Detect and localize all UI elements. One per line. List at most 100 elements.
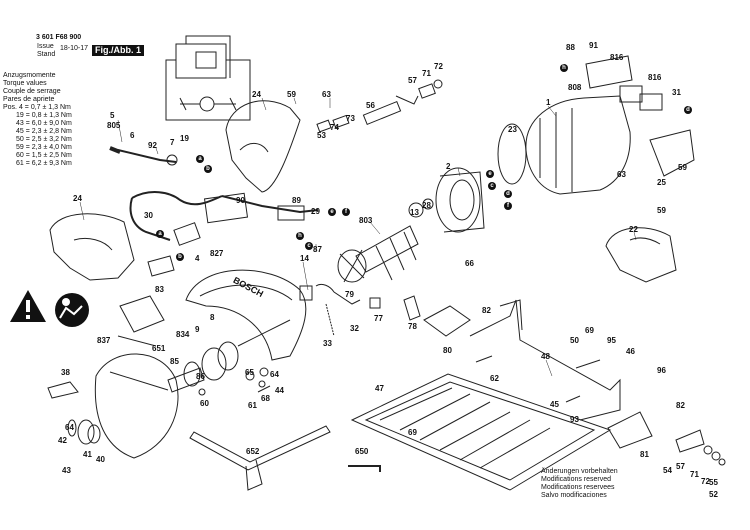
wiring-harness (129, 191, 319, 241)
part-callout: 91 (589, 41, 598, 50)
base-plate (350, 373, 612, 491)
connector-marker: b (176, 253, 184, 261)
part-callout: 63 (322, 90, 331, 99)
part-callout: 69 (585, 326, 594, 335)
wiring-schematic (165, 35, 251, 121)
part-callout: 72 (701, 477, 710, 486)
note-de: Änderungen vorbehalten (541, 468, 618, 475)
part-callout: 44 (275, 386, 284, 395)
part-callout: 59 (657, 206, 666, 215)
note-en: Modifications reserved (541, 476, 612, 483)
note-fr: Modifications reservees (541, 484, 615, 491)
connector-marker: e (486, 170, 494, 178)
part-callout: 33 (323, 339, 332, 348)
part-callout: 22 (629, 225, 638, 234)
part-callout: 14 (300, 254, 309, 263)
part-callout: 62 (490, 374, 499, 383)
part-callout: 24 (252, 90, 261, 99)
part-callout: 651 (152, 344, 166, 353)
read-manual-icon (55, 293, 89, 327)
part-callout: 46 (626, 347, 635, 356)
handle-housing-top (225, 100, 301, 193)
torque-title-en: Torque values (3, 80, 47, 87)
part-callout: 93 (570, 415, 579, 424)
part-callout: 30 (144, 211, 153, 220)
issue-date: 18-10-17 (60, 45, 89, 52)
part-callout: 90 (236, 196, 245, 205)
connector-marker: d (684, 106, 692, 114)
part-callout: 32 (350, 324, 359, 333)
part-callout: 64 (270, 370, 279, 379)
part-callout: 72 (434, 62, 443, 71)
part-callout: 834 (176, 330, 190, 339)
part-callout: 68 (261, 394, 270, 403)
part-callout: 9 (195, 325, 200, 334)
part-callout: 83 (155, 285, 164, 294)
part-callout: 61 (248, 401, 257, 410)
part-callout: 77 (374, 314, 383, 323)
part-callout: 50 (570, 336, 579, 345)
armature (337, 225, 419, 283)
part-callout: 13 (410, 208, 419, 217)
part-callout: 60 (200, 399, 209, 408)
part-callout: 827 (210, 249, 224, 258)
part-callout: 42 (58, 436, 67, 445)
hex-key (348, 465, 381, 472)
torque-row: 61 = 6,2 ± 9,3 Nm (16, 160, 72, 167)
part-callout: 652 (246, 447, 260, 456)
part-callout: 816 (610, 53, 624, 62)
part-callout: 4 (195, 254, 200, 263)
part-callout: 23 (508, 125, 517, 134)
part-callout: 5 (110, 111, 115, 120)
part-callout: 8 (210, 313, 215, 322)
part-callout: 59 (287, 90, 296, 99)
connector-marker: b (204, 165, 212, 173)
part-callout: 55 (709, 478, 718, 487)
part-callout: 96 (657, 366, 666, 375)
part-number: 3 601 F68 900 (36, 34, 82, 41)
spindle-gear-assembly (167, 319, 291, 393)
part-callout: 65 (245, 368, 254, 377)
part-callout: 29 (311, 207, 320, 216)
torque-title-es: Pares de apriete (3, 96, 55, 103)
part-callout: 95 (607, 336, 616, 345)
connector-marker: d (504, 190, 512, 198)
part-callout: 816 (648, 73, 662, 82)
connector-marker: f (504, 202, 512, 210)
part-callout: 40 (96, 455, 105, 464)
torque-row: 19 = 0,8 ± 1,3 Nm (16, 112, 72, 119)
issue-label: Issue Stand (37, 43, 56, 58)
part-callout: 64 (65, 423, 74, 432)
part-callout: 19 (180, 134, 189, 143)
part-callout: 63 (617, 170, 626, 179)
connector-marker: c (305, 242, 313, 250)
part-callout: 74 (330, 123, 339, 132)
part-callout: 86 (196, 372, 205, 381)
figure-label: Fig./Abb. 1 (92, 45, 144, 56)
part-callout: 53 (317, 131, 326, 140)
torque-title-fr: Couple de serrage (3, 88, 61, 95)
part-callout: 87 (313, 245, 322, 254)
modifications-note: Änderungen vorbehalten Modifications res… (541, 468, 618, 500)
part-callout: 48 (541, 352, 550, 361)
part-callout: 38 (61, 368, 70, 377)
torque-row: 43 = 6,0 ± 9,0 Nm (16, 120, 72, 127)
torque-row: 59 = 2,3 ± 4,0 Nm (16, 144, 72, 151)
part-callout: 28 (422, 201, 431, 210)
parallel-guide (189, 425, 331, 471)
part-callout: 837 (97, 336, 111, 345)
part-callout: 45 (550, 400, 559, 409)
part-callout: 6 (130, 131, 135, 140)
part-callout: 88 (566, 43, 575, 52)
connector-marker: a (156, 230, 164, 238)
part-callout: 805 (107, 121, 121, 130)
upper-blade-guard (185, 269, 307, 361)
part-callout: 41 (83, 450, 92, 459)
part-callout: 43 (62, 466, 71, 475)
part-callout: 47 (375, 384, 384, 393)
part-callout: 78 (408, 322, 417, 331)
brush-guard (605, 227, 677, 283)
torque-values-block: Anzugsmomente Torque values Couple de se… (3, 72, 72, 168)
part-callout: 7 (170, 138, 175, 147)
